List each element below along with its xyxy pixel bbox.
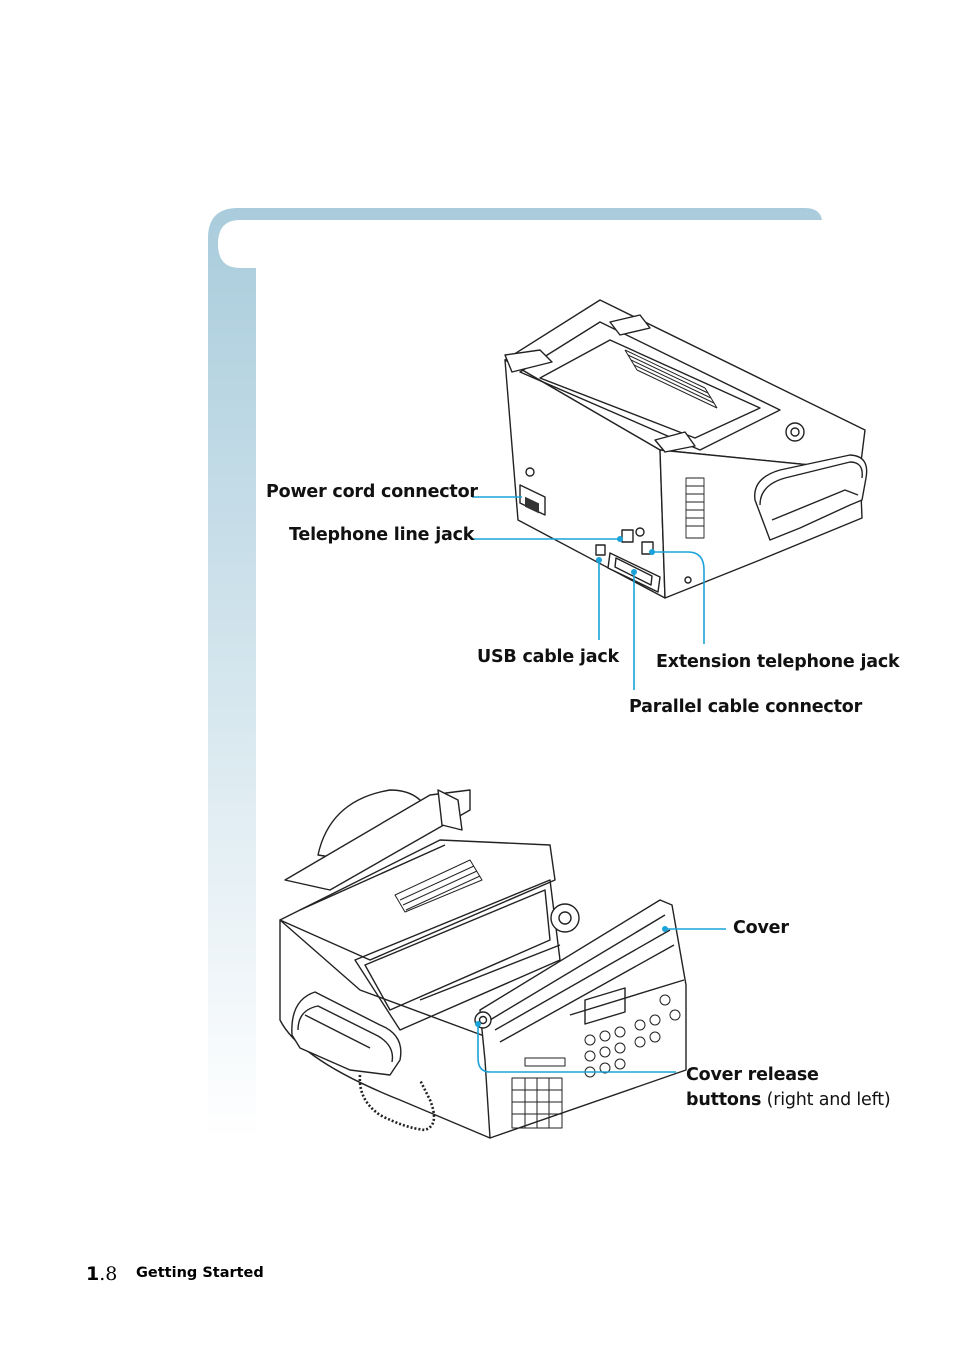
page-suffix: .8 <box>99 1263 118 1285</box>
callout-lines-top <box>472 496 705 690</box>
label-cover-release-normal: (right and left) <box>761 1090 891 1110</box>
chapter-number: 1 <box>86 1263 100 1285</box>
callout-dots-top <box>596 536 655 575</box>
fax-open-illustration <box>279 789 687 1139</box>
label-telephone-line-jack: Telephone line jack <box>289 525 475 545</box>
callout-dots-bottom <box>475 926 668 1027</box>
label-power-cord-connector: Power cord connector <box>266 482 478 502</box>
page-number: 1.8 <box>86 1263 117 1285</box>
label-cover: Cover <box>733 918 789 938</box>
label-cover-release-line1: Cover release <box>686 1065 819 1085</box>
callout-lines-bottom <box>477 928 726 1073</box>
label-parallel-cable-connector: Parallel cable connector <box>629 697 863 717</box>
label-extension-telephone-jack: Extension telephone jack <box>656 652 900 672</box>
section-title: Getting Started <box>136 1265 264 1281</box>
fax-rear-illustration <box>504 299 868 599</box>
label-cover-release-bold: buttons <box>686 1090 762 1110</box>
label-usb-cable-jack: USB cable jack <box>477 647 619 667</box>
label-cover-release-line2: buttons (right and left) <box>686 1090 891 1110</box>
